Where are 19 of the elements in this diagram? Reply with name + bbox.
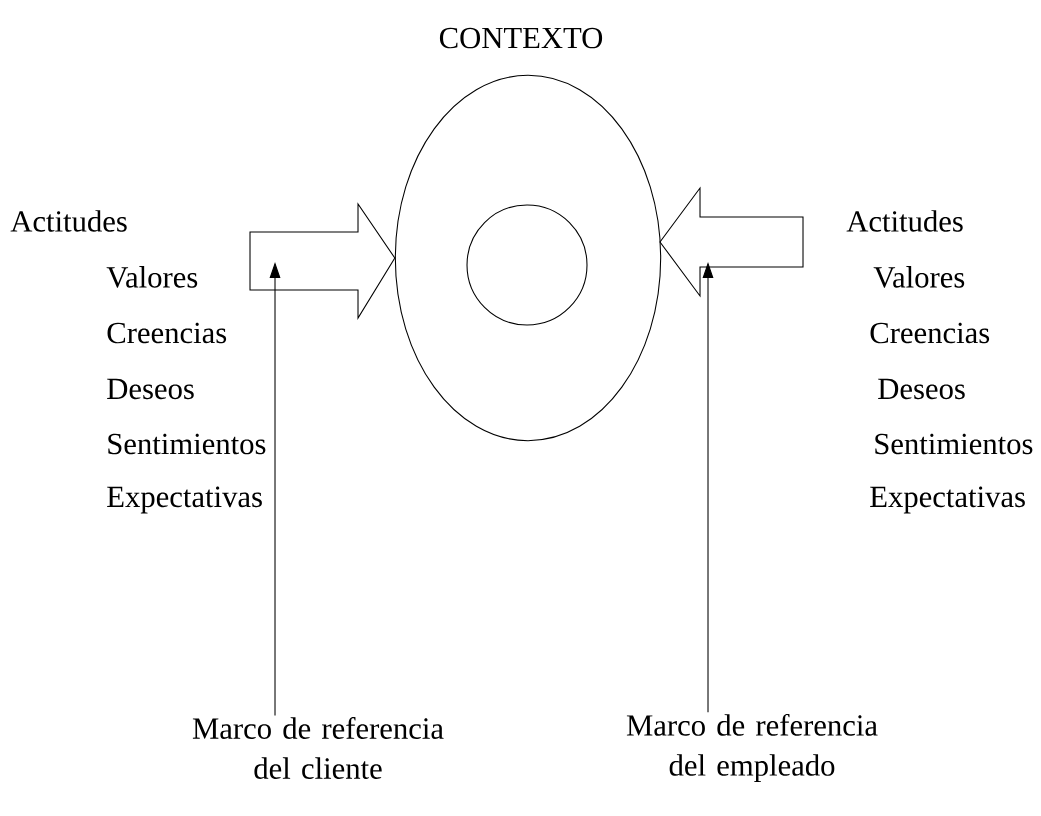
list-item: Expectativas [870, 486, 1025, 514]
list-item: Creencias [107, 322, 227, 344]
title: CONTEXTO [439, 27, 603, 49]
list-item: Actitudes [10, 210, 127, 232]
list-item: Expectativas [107, 486, 262, 514]
caption-text: Marco de referencia del cliente [192, 717, 444, 779]
block-arrow [659, 186, 804, 298]
list-item: Valores [106, 266, 198, 288]
list-item: Sentimientos [875, 433, 1033, 455]
inner-circle [466, 204, 588, 326]
list-item: Creencias [870, 322, 990, 344]
ring-ellipse [394, 74, 662, 442]
list-item: Valores [873, 266, 965, 288]
list-item: Deseos [878, 378, 965, 400]
caption-text: Marco de referencia del empleado [626, 713, 878, 783]
list-item: Sentimientos [108, 433, 266, 455]
list-item: Actitudes [846, 210, 963, 232]
list-item: Deseos [107, 378, 194, 400]
block-arrow [249, 202, 396, 320]
